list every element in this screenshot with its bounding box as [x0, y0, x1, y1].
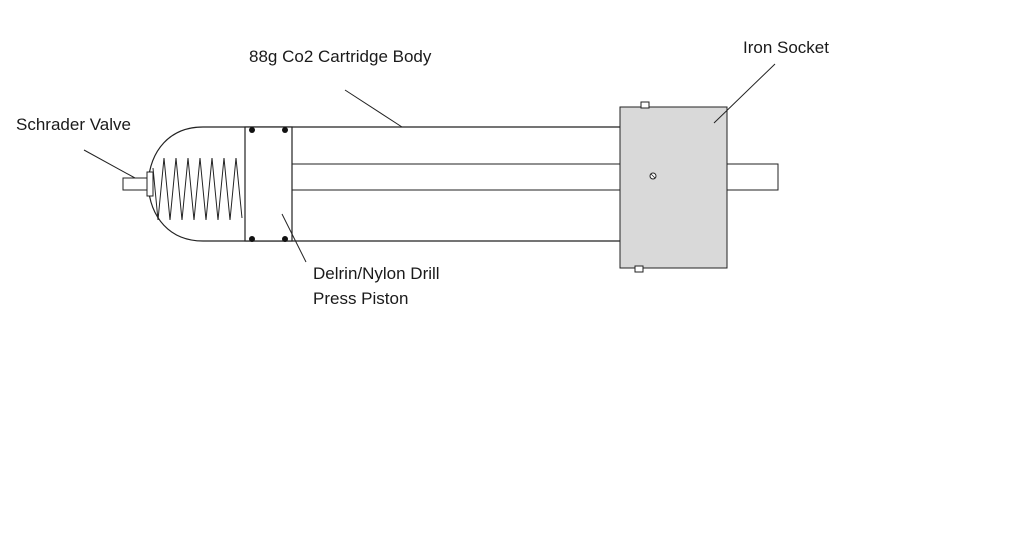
label-cartridge-body: 88g Co2 Cartridge Body	[249, 47, 432, 66]
leader-cartridge-body	[344, 89, 403, 128]
o-ring-dot	[282, 127, 288, 133]
label-piston-line1: Delrin/Nylon Drill	[313, 264, 440, 283]
schrader-valve-base	[146, 171, 154, 197]
leader-piston	[281, 213, 307, 263]
label-iron-socket: Iron Socket	[743, 38, 829, 57]
iron-socket	[619, 106, 728, 269]
schrader-valve	[122, 177, 150, 191]
label-piston-line2: Press Piston	[313, 289, 409, 308]
leader-iron-socket	[713, 63, 776, 124]
label-schrader-valve: Schrader Valve	[16, 115, 131, 134]
leader-schrader-valve	[83, 149, 136, 179]
o-ring-dot	[249, 127, 255, 133]
socket-tab-bottom	[634, 265, 644, 273]
o-ring-dot	[282, 236, 288, 242]
o-ring-dot	[249, 236, 255, 242]
cartridge-body	[147, 126, 621, 242]
spring	[152, 157, 243, 221]
piston	[244, 126, 293, 242]
socket-tab-top	[640, 101, 650, 109]
